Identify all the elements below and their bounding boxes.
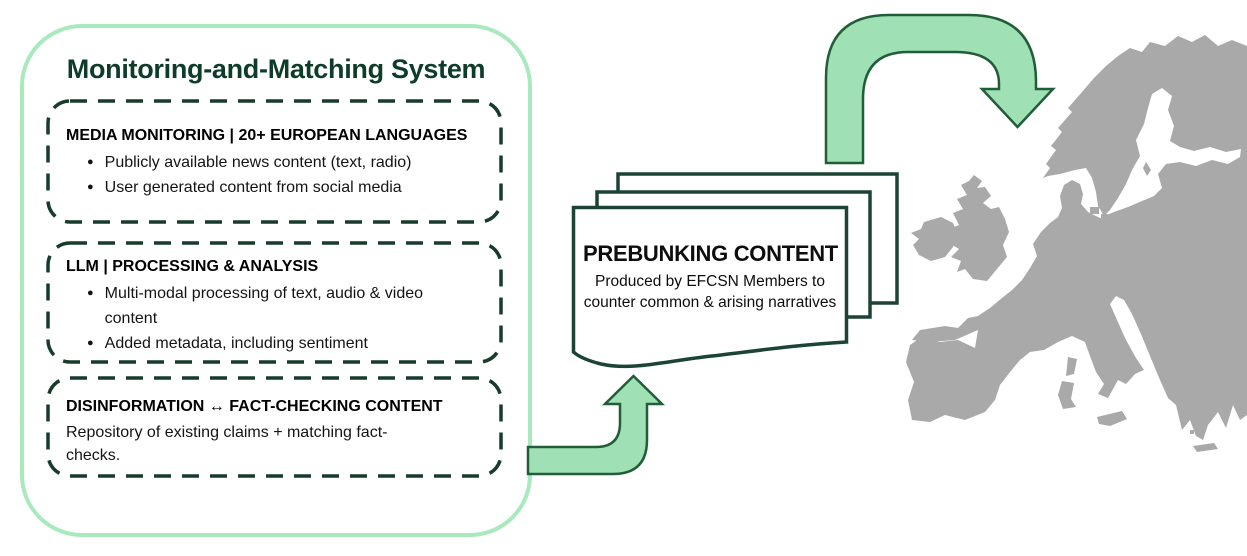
bullet-icon: ● (87, 337, 94, 349)
arrow-system-to-prebunking (526, 374, 666, 476)
disinformation-box-border (46, 376, 503, 478)
list-item-text: Added metadata, including sentiment (104, 335, 368, 352)
system-title: Monitoring-and-Matching System (66, 54, 486, 84)
monitoring-system-panel (20, 24, 532, 537)
list-item-text: User generated content from social media (104, 179, 402, 196)
sicily (1097, 411, 1127, 426)
crete (1193, 443, 1218, 452)
media-monitoring-box-border (46, 99, 503, 224)
prebunking-card: PREBUNKING CONTENT Produced by EFCSN Mem… (583, 241, 838, 313)
list-item: ● User generated content from social med… (66, 175, 490, 200)
media-monitoring-box: MEDIA MONITORING | 20+ EUROPEAN LANGUAGE… (66, 126, 490, 200)
list-item-text: Multi-modal processing of text, audio & … (104, 285, 424, 327)
page-stack (571, 172, 899, 369)
disinformation-body: Repository of existing claims + matching… (66, 424, 388, 464)
bullet-icon: ● (87, 156, 94, 168)
ireland (911, 217, 958, 261)
bullet-icon: ● (87, 287, 94, 299)
corsica (1066, 357, 1077, 376)
llm-processing-heading: LLM | PROCESSING & ANALYSIS (66, 258, 319, 275)
bullet-icon: ● (87, 181, 94, 193)
sardinia (1058, 381, 1076, 409)
list-item-text: Publicly available news content (text, r… (104, 154, 412, 171)
aegean-islands (1190, 404, 1226, 434)
gotland (1143, 162, 1151, 176)
list-item: ● Added metadata, including sentiment (66, 331, 490, 356)
europe-map (906, 35, 1247, 452)
prebunking-subtitle: Produced by EFCSN Members to counter com… (583, 273, 837, 311)
danish-islands (1090, 207, 1108, 220)
llm-processing-list: ● Multi-modal processing of text, audio … (66, 281, 490, 356)
prebunking-title: PREBUNKING CONTENT (583, 241, 838, 266)
disinformation-heading: DISINFORMATION ↔ FACT-CHECKING CONTENT (66, 398, 443, 415)
media-monitoring-heading: MEDIA MONITORING | 20+ EUROPEAN LANGUAGE… (66, 127, 468, 144)
media-monitoring-list: ● Publicly available news content (text,… (66, 150, 490, 200)
disinformation-box: DISINFORMATION ↔ FACT-CHECKING CONTENT R… (66, 397, 490, 467)
llm-processing-box-border (46, 241, 503, 364)
page-front (571, 205, 849, 369)
europe-mainland (906, 35, 1247, 440)
list-item: ● Publicly available news content (text,… (66, 150, 490, 175)
list-item: ● Multi-modal processing of text, audio … (66, 281, 490, 331)
llm-processing-box: LLM | PROCESSING & ANALYSIS ● Multi-moda… (66, 257, 490, 356)
arrow-prebunking-to-europe (824, 13, 1056, 165)
great-britain (949, 175, 1009, 281)
